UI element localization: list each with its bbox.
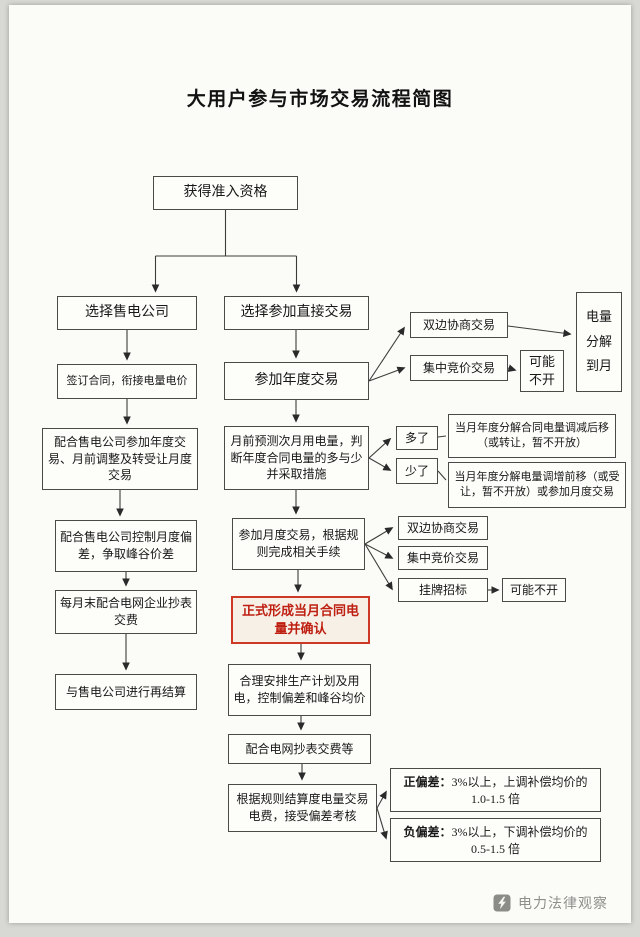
flow-node-central-monthly: 集中竞价交易: [398, 546, 488, 570]
flow-node-choose-direct: 选择参加直接交易: [224, 296, 369, 330]
flow-node-retailer-settle: 与售电公司进行再结算: [55, 674, 197, 710]
flow-node-increase-shift: 当月年度分解电量调增前移（或受让，暂不开放）或参加月度交易: [448, 462, 626, 508]
flow-node-bilateral-monthly: 双边协商交易: [398, 516, 488, 540]
flow-node-confirm-contract: 正式形成当月合同电量并确认: [231, 596, 370, 644]
flow-node-annual-trade: 参加年度交易: [224, 362, 369, 400]
flow-node-less: 少了: [396, 458, 438, 484]
positive-deviation-text: 3%以上，上调补偿均价的 1.0-1.5 倍: [451, 775, 588, 807]
positive-deviation-label: 正偏差：: [403, 775, 452, 789]
page-title: 大用户参与市场交易流程简图: [186, 89, 454, 110]
flow-node-forecast: 月前预测次月用电量，判断年度合同电量的多与少并采取措施: [224, 426, 369, 490]
flow-node-monthly-trade: 参加月度交易，根据规则完成相关手续: [232, 518, 365, 570]
flow-node-central-annual: 集中竞价交易: [410, 355, 508, 381]
flow-node-positive-deviation: 正偏差：3%以上，上调补偿均价的 1.0-1.5 倍: [390, 768, 601, 812]
flow-node-more: 多了: [396, 426, 438, 450]
power-law-logo-icon: [493, 894, 511, 912]
flow-node-listing-tender: 挂牌招标: [398, 578, 488, 602]
flow-node-retailer-annual: 配合售电公司参加年度交易、月前调整及转受让月度交易: [42, 428, 198, 490]
flow-node-negative-deviation: 负偏差：3%以上，下调补偿均价的 0.5-1.5 倍: [390, 818, 601, 862]
flow-node-grid-meter: 配合电网抄表交费等: [228, 734, 371, 764]
flow-node-retailer-deviation: 配合售电公司控制月度偏差，争取峰谷价差: [55, 520, 197, 572]
flow-node-qualification: 获得准入资格: [153, 176, 298, 210]
flow-node-sign-contract: 签订合同，衔接电量电价: [57, 364, 197, 399]
flow-node-retailer-meter: 每月末配合电网企业抄表交费: [55, 590, 197, 634]
flow-node-reduce-shift: 当月年度分解合同电量调减后移（或转让，暂不开放）: [448, 414, 616, 458]
flow-node-choose-retailer: 选择售电公司: [57, 296, 197, 330]
watermark-text: 电力法律观察: [518, 897, 608, 912]
flow-node-maybe-closed-annual: 可能不开: [520, 350, 564, 392]
flow-node-decompose-month: 电量分解到月: [576, 292, 622, 392]
negative-deviation-label: 负偏差：: [403, 825, 452, 839]
flow-node-bilateral-annual: 双边协商交易: [410, 312, 508, 338]
flow-node-arrange-production: 合理安排生产计划及用电，控制偏差和峰谷均价: [228, 664, 371, 716]
watermark: 电力法律观察: [493, 893, 608, 913]
flow-node-settlement: 根据规则结算度电量交易电费，接受偏差考核: [228, 784, 377, 832]
flow-node-maybe-closed-monthly: 可能不开: [502, 578, 566, 602]
negative-deviation-text: 3%以上，下调补偿均价的 0.5-1.5 倍: [451, 825, 588, 857]
